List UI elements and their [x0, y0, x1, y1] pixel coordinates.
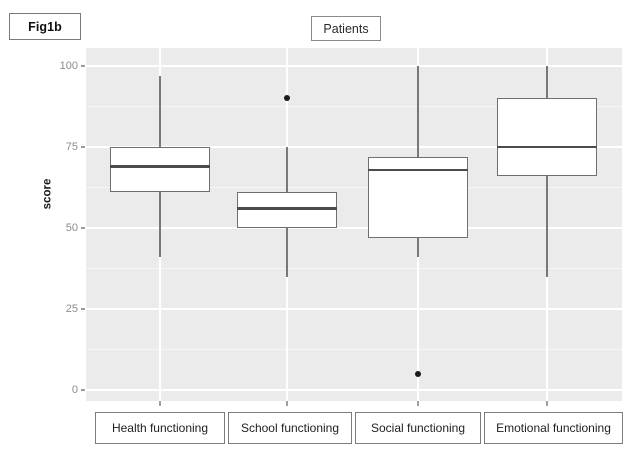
- boxplot-1: [86, 48, 622, 401]
- whisker-lower: [286, 228, 288, 277]
- y-tick-mark-100: [81, 65, 85, 67]
- x-category-label-text: Health functioning: [111, 421, 209, 435]
- x-category-box-3: Social functioning: [355, 412, 481, 444]
- y-tick-label-50: 50: [65, 222, 78, 234]
- y-tick-mark-25: [81, 308, 85, 310]
- gridline-y-25: [86, 308, 622, 310]
- figure-label-text: Fig1b: [28, 19, 62, 34]
- median-line: [110, 165, 210, 168]
- x-category-box-2: School functioning: [228, 412, 352, 444]
- outlier-point: [284, 95, 290, 102]
- gridline-minor-y-62.5: [86, 187, 622, 188]
- figure-label-box: Fig1b: [9, 13, 81, 40]
- median-line: [497, 145, 597, 149]
- chart-title-text: Patients: [323, 21, 369, 36]
- whisker-upper: [417, 66, 419, 157]
- median-line: [237, 207, 337, 210]
- x-tick-mark-0: [159, 401, 161, 406]
- median-line: [368, 168, 468, 171]
- x-category-label-text: Emotional functioning: [496, 421, 611, 435]
- whisker-upper: [546, 66, 548, 99]
- x-category-box-1: Health functioning: [95, 412, 225, 444]
- whisker-lower: [159, 192, 161, 258]
- y-tick-mark-50: [81, 227, 85, 229]
- x-tick-mark-2: [417, 401, 419, 406]
- y-tick-label-100: 100: [59, 60, 78, 72]
- y-tick-label-25: 25: [65, 303, 78, 315]
- box-iqr: [237, 192, 337, 228]
- gridline-minor-y-87.5: [86, 106, 622, 107]
- box-iqr: [497, 98, 597, 177]
- x-category-label-text: Social functioning: [370, 421, 466, 435]
- x-category-box-4: Emotional functioning: [484, 412, 623, 444]
- chart-title-box: Patients: [311, 16, 381, 41]
- whisker-lower: [546, 176, 548, 277]
- y-axis-title: score: [41, 178, 54, 210]
- gridline-y-50: [86, 227, 622, 229]
- gridline-minor-y-37.5: [86, 268, 622, 269]
- whisker-upper: [286, 147, 288, 193]
- box-iqr: [110, 147, 210, 193]
- outlier-point: [415, 370, 421, 377]
- boxplot-3: [86, 48, 622, 401]
- y-tick-label-75: 75: [65, 141, 78, 153]
- y-tick-label-0: 0: [71, 384, 78, 396]
- boxplot-2: [86, 48, 622, 401]
- y-tick-mark-0: [81, 389, 85, 391]
- y-tick-mark-75: [81, 146, 85, 148]
- whisker-lower: [417, 237, 419, 258]
- x-category-label-text: School functioning: [240, 421, 340, 435]
- plot-panel: [86, 48, 622, 401]
- whisker-upper: [159, 75, 161, 147]
- gridline-minor-y-12.5: [86, 349, 622, 350]
- x-tick-mark-1: [286, 401, 288, 406]
- gridline-y-75: [86, 146, 622, 148]
- boxplot-4: [86, 48, 622, 401]
- gridline-y-100: [86, 65, 622, 67]
- x-tick-mark-3: [546, 401, 548, 406]
- gridline-y-0: [86, 389, 622, 391]
